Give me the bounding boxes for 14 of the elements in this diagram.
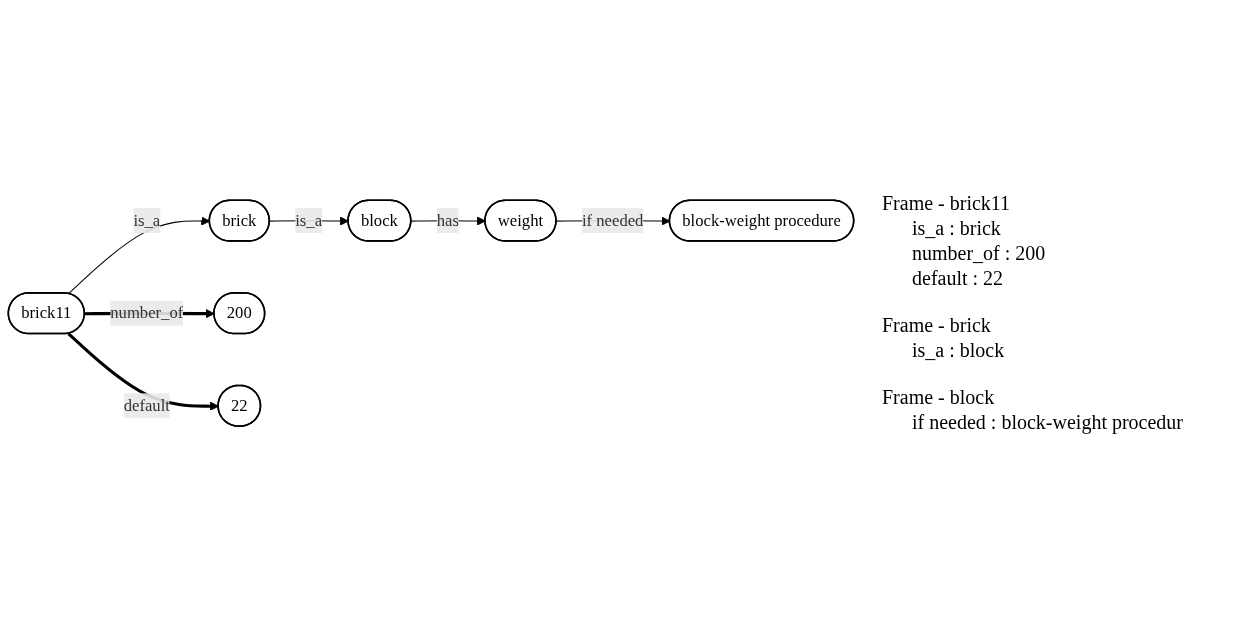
frame-slot: is_a : block [882,338,1242,363]
frame-slot: is_a : brick [882,216,1242,241]
edge-label: is_a [133,211,161,229]
edge-label: if needed [581,211,644,229]
frame-heading: Frame - brick11 [882,191,1012,216]
frame-slot: if needed : block-weight procedur [882,410,1242,435]
edge-label: has [436,211,459,229]
frame-heading: Frame - block [882,385,996,410]
frame-slot: default : 22 [882,266,1242,291]
frame-heading: Frame - brick [882,313,992,338]
edge-label: is_a [295,211,323,229]
edge-label: default [123,396,170,414]
edge-label: number_of [110,303,184,322]
frame-slot: number_of : 200 [882,241,1242,266]
